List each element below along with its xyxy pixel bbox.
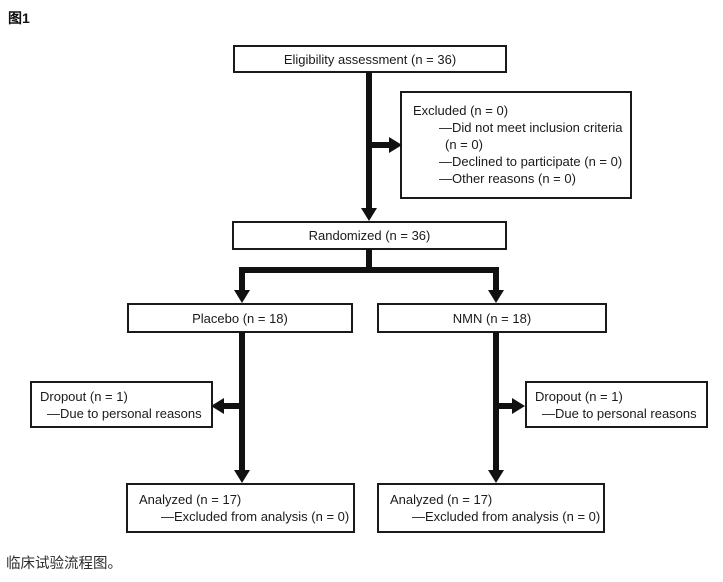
placebo-label: Placebo (n = 18) bbox=[192, 310, 288, 326]
arrowhead-down-analyzed-left bbox=[234, 470, 250, 483]
dropout-left-box: Dropout (n = 1) —Due to personal reasons bbox=[30, 381, 213, 428]
arrowhead-down-nmn bbox=[488, 290, 504, 303]
dropout-right-box: Dropout (n = 1) —Due to personal reasons bbox=[525, 381, 708, 428]
placebo-group-box: Placebo (n = 18) bbox=[127, 303, 353, 333]
analyzed-line: Analyzed (n = 17) bbox=[139, 492, 242, 507]
dropout-line: —Due to personal reasons bbox=[542, 406, 697, 421]
connector-to-dropout-left bbox=[224, 403, 245, 409]
arrowhead-right-excluded bbox=[389, 137, 402, 153]
analyzed-line: —Excluded from analysis (n = 0) bbox=[161, 509, 350, 524]
randomized-label: Randomized (n = 36) bbox=[308, 228, 431, 243]
dropout-line: Dropout (n = 1) bbox=[40, 389, 128, 404]
arrowhead-right-dropout bbox=[512, 398, 525, 414]
excluded-line: —Other reasons (n = 0) bbox=[439, 171, 576, 186]
analyzed-line: —Excluded from analysis (n = 0) bbox=[412, 509, 601, 524]
arrowhead-down-randomized bbox=[361, 208, 377, 221]
nmn-label: NMN (n = 18) bbox=[452, 310, 532, 326]
connector-randomized-stub bbox=[366, 249, 372, 273]
connector-to-excluded bbox=[369, 142, 390, 148]
figure-caption: 临床试验流程图。 bbox=[6, 556, 122, 572]
arrowhead-down-analyzed-right bbox=[488, 470, 504, 483]
connector-nmn-to-analyzed bbox=[493, 332, 499, 471]
analyzed-line: Analyzed (n = 17) bbox=[390, 492, 493, 507]
connector-split-to-nmn bbox=[493, 267, 499, 291]
connector-placebo-to-analyzed bbox=[239, 332, 245, 471]
analyzed-left-box: Analyzed (n = 17) —Excluded from analysi… bbox=[126, 483, 355, 533]
connector-to-dropout-right bbox=[499, 403, 513, 409]
analyzed-right-box: Analyzed (n = 17) —Excluded from analysi… bbox=[377, 483, 605, 533]
excluded-line: Excluded (n = 0) bbox=[413, 103, 509, 118]
connector-split-to-placebo bbox=[239, 267, 245, 291]
excluded-line: (n = 0) bbox=[445, 137, 483, 152]
dropout-line: —Due to personal reasons bbox=[47, 406, 202, 421]
excluded-line: —Declined to participate (n = 0) bbox=[439, 154, 623, 169]
connector-eligibility-to-randomized bbox=[366, 72, 372, 210]
excluded-box: Excluded (n = 0) —Did not meet inclusion… bbox=[400, 91, 632, 199]
arrowhead-left-dropout bbox=[211, 398, 224, 414]
nmn-group-box: NMN (n = 18) bbox=[377, 303, 607, 333]
eligibility-assessment-label: Eligibility assessment (n = 36) bbox=[283, 51, 457, 67]
randomized-box: Randomized (n = 36) bbox=[232, 221, 507, 250]
figure-title: 图1 bbox=[8, 10, 30, 26]
dropout-line: Dropout (n = 1) bbox=[535, 389, 623, 404]
connector-randomization-split bbox=[239, 267, 499, 273]
arrowhead-down-placebo bbox=[234, 290, 250, 303]
eligibility-assessment-box: Eligibility assessment (n = 36) bbox=[233, 45, 507, 73]
excluded-line: —Did not meet inclusion criteria bbox=[439, 120, 623, 135]
